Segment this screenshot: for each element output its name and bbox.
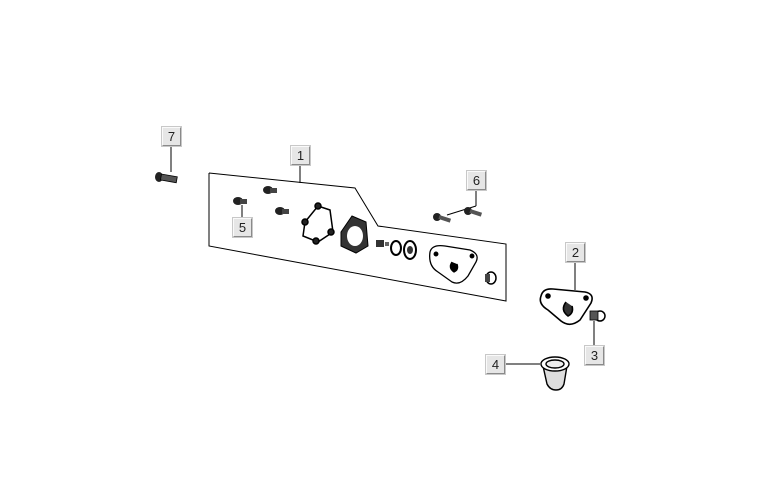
cover-plate-icon — [301, 202, 335, 245]
pump-cover-icon[interactable] — [539, 288, 593, 326]
callout-1[interactable]: 1 — [291, 146, 310, 165]
rotor-icon — [376, 240, 417, 260]
oil-strainer-icon[interactable] — [540, 356, 570, 391]
kit-plug-icon — [485, 271, 497, 285]
long-bolt-icon[interactable] — [155, 172, 178, 184]
gasket-icon — [340, 215, 369, 254]
pump-housing-icon — [429, 244, 478, 284]
plug-icon[interactable] — [589, 310, 606, 322]
bolt-icon[interactable] — [233, 197, 247, 205]
callout-2[interactable]: 2 — [566, 243, 585, 262]
callout-7[interactable]: 7 — [162, 127, 181, 146]
callout-6[interactable]: 6 — [467, 171, 486, 190]
callout-5[interactable]: 5 — [233, 218, 252, 237]
screw-icon[interactable] — [433, 207, 483, 223]
kit-bolt-icon — [263, 186, 289, 215]
callout-4[interactable]: 4 — [486, 355, 505, 374]
leader-lines — [170, 146, 595, 365]
kit-panel-outline — [208, 172, 507, 302]
callout-3[interactable]: 3 — [585, 346, 604, 365]
